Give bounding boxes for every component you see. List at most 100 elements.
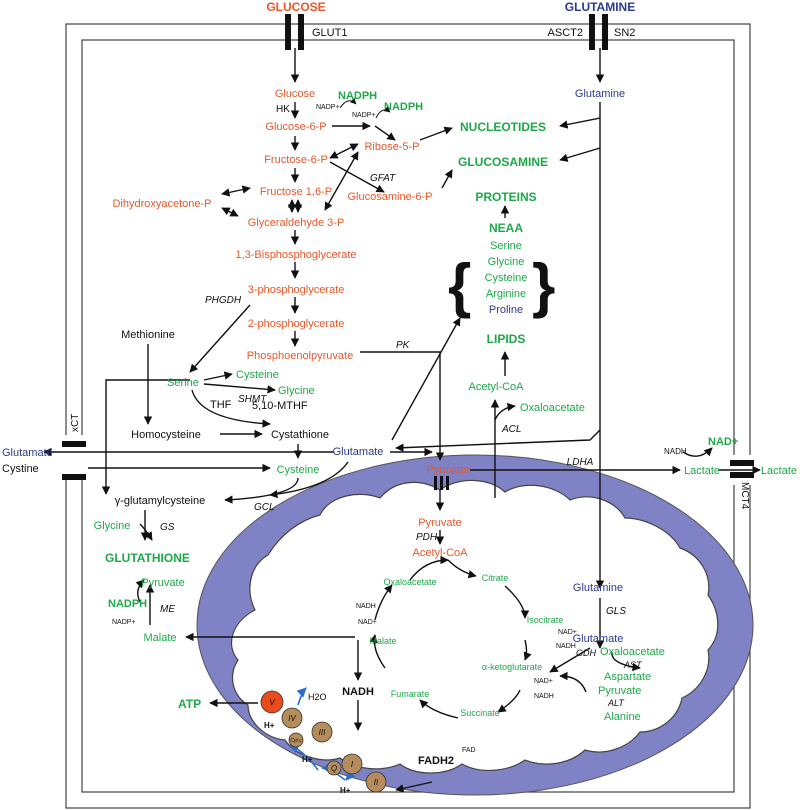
- citrate-label: Citrate: [482, 573, 509, 583]
- nadph-cofactor-1: NADPH: [338, 90, 377, 102]
- oxaloacetate-2-label: Oxaloacetate: [600, 646, 665, 658]
- glutamine-mito-label: Glutamine: [573, 582, 623, 594]
- pk-enzyme-label: PK: [396, 340, 411, 351]
- cystine-label: Cystine: [2, 463, 39, 475]
- aspartate-label: Aspartate: [604, 671, 651, 683]
- svg-text:{: {: [448, 252, 471, 319]
- ldha-enzyme-label: LDHA: [567, 457, 594, 468]
- serine-label: Serine: [167, 377, 199, 389]
- glut1-label: GLUT1: [312, 27, 347, 39]
- nad-mito-2: NAD+: [558, 629, 577, 636]
- glyceraldehyde-3-p-label: Glyceraldehyde 3-P: [248, 217, 345, 229]
- asct2-label: ASCT2: [548, 27, 583, 39]
- neaa-glycine: Glycine: [488, 256, 525, 268]
- oxaloacetate-mito-label: Oxaloacetate: [383, 577, 436, 587]
- transporter-xct: [62, 441, 86, 480]
- mpc-channel: [434, 476, 449, 490]
- complex-ii-label: II: [374, 778, 379, 787]
- mitochondrion: [196, 454, 754, 796]
- glucose-label: Glucose: [275, 88, 315, 100]
- akg-label: α-ketoglutarate: [482, 662, 542, 672]
- glycine-label: Glycine: [278, 385, 315, 397]
- 3-phosphoglycerate-label: 3-phosphoglycerate: [248, 284, 345, 296]
- pathway-arrows: [43, 48, 761, 793]
- acetyl-coa-cyto-label: Acetyl-CoA: [468, 381, 524, 393]
- hplus-label-2: H+: [302, 755, 313, 764]
- acl-enzyme-label: ACL: [501, 424, 521, 435]
- cell-membrane: [65, 23, 751, 809]
- nucleotides-output: NUCLEOTIDES: [460, 120, 546, 134]
- ribose-5-p-label: Ribose-5-P: [364, 141, 419, 153]
- nadp-me-label: NADP+: [112, 619, 136, 626]
- glucosamine-output: GLUCOSAMINE: [458, 155, 548, 169]
- phgdh-enzyme-label: PHGDH: [205, 295, 242, 306]
- glycine-gsh-label: Glycine: [94, 520, 131, 532]
- mthf-label: 5,10-MTHF: [252, 400, 308, 412]
- shmt-enzyme-label: SHMT: [238, 394, 267, 405]
- malate-mito-label: Malate: [369, 636, 396, 646]
- complex-i-label: I: [351, 760, 354, 769]
- xct-label: xCT: [70, 414, 81, 432]
- fadh2-label: FADH2: [418, 755, 454, 767]
- svg-text:}: }: [532, 252, 555, 319]
- nadph-cofactor-2: NADPH: [384, 101, 423, 113]
- nadh-mito-2: NADH: [556, 643, 576, 650]
- neaa-serine: Serine: [490, 240, 522, 252]
- gdh-enzyme-label: GDH: [576, 648, 597, 658]
- transporter-glut1: [285, 14, 304, 50]
- pdh-enzyme-label: PDH: [416, 532, 438, 543]
- cytochrome-c-label: Cyt c: [290, 738, 302, 744]
- nadh-etc-label: NADH: [342, 686, 374, 698]
- glutamate-cyto-label: Glutamate: [333, 446, 384, 458]
- respiratory-complexes: [260, 690, 387, 793]
- h2o-label: H2O: [308, 692, 327, 702]
- nadp-cofactor-2: NADP+: [352, 112, 376, 119]
- methionine-label: Methionine: [121, 329, 175, 341]
- glutamate-out-label: Glutamate: [2, 447, 53, 459]
- neaa-cysteine: Cysteine: [485, 272, 528, 284]
- alanine-label: Alanine: [604, 711, 641, 723]
- glutamate-mito-label: Glutamate: [573, 633, 624, 645]
- transporter-mct4: [730, 460, 754, 478]
- glucose-input-label: GLUCOSE: [266, 0, 325, 14]
- complex-iii-label: III: [319, 728, 326, 737]
- hplus-label-1: H+: [264, 721, 275, 730]
- isocitrate-label: Isocitrate: [527, 615, 564, 625]
- oxaloacetate-cyto-label: Oxaloacetate: [520, 402, 585, 414]
- cysteine-label: Cysteine: [277, 464, 320, 476]
- nad-mito-3: NAD+: [534, 678, 553, 685]
- complex-v-label: V: [269, 698, 275, 707]
- mct4-label: MCT4: [739, 482, 750, 510]
- fructose-6-p-label: Fructose-6-P: [264, 154, 328, 166]
- homocysteine-label: Homocysteine: [131, 429, 201, 441]
- me-enzyme-label: ME: [160, 604, 175, 615]
- nad-ldha-label: NAD+: [708, 436, 738, 448]
- thf-label: THF: [210, 399, 232, 411]
- cystathione-label: Cystathione: [271, 429, 329, 441]
- pyruvate-alt-label: Pyruvate: [598, 685, 641, 697]
- pyruvate-cyto-label: Pyruvate: [426, 464, 469, 476]
- nadph-me-label: NADPH: [108, 598, 147, 610]
- lactate-in-label: Lactate: [684, 465, 720, 477]
- fumarate-label: Fumarate: [391, 689, 430, 699]
- mito-inner-membrane: [230, 479, 719, 774]
- nadh-ldha-label: NADH: [664, 447, 687, 456]
- nad-mito-1: NAD+: [358, 619, 377, 626]
- phosphoenolpyruvate-label: Phosphoenolpyruvate: [247, 350, 353, 362]
- sn2-label: SN2: [614, 27, 635, 39]
- complex-iv-label: IV: [288, 714, 296, 723]
- quinone-label: Q: [331, 764, 337, 773]
- gs-enzyme-label: GS: [160, 522, 175, 533]
- cysteine-serine-label: Cysteine: [236, 369, 279, 381]
- dhap-label: Dihydroxyacetone-P: [112, 198, 211, 210]
- glucose-6-p-label: Glucose-6-P: [265, 121, 326, 133]
- nadh-mito-3: NADH: [534, 693, 554, 700]
- atp-label: ATP: [178, 697, 201, 711]
- neaa-arginine: Arginine: [486, 288, 526, 300]
- nadp-cofactor-1: NADP+: [316, 104, 340, 111]
- neaa-output: NEAA: [489, 221, 523, 235]
- gls-enzyme-label: GLS: [606, 606, 626, 617]
- glucosamine-6-p-label: Glucosamine-6-P: [348, 191, 433, 203]
- hplus-label-3: H+: [340, 786, 351, 795]
